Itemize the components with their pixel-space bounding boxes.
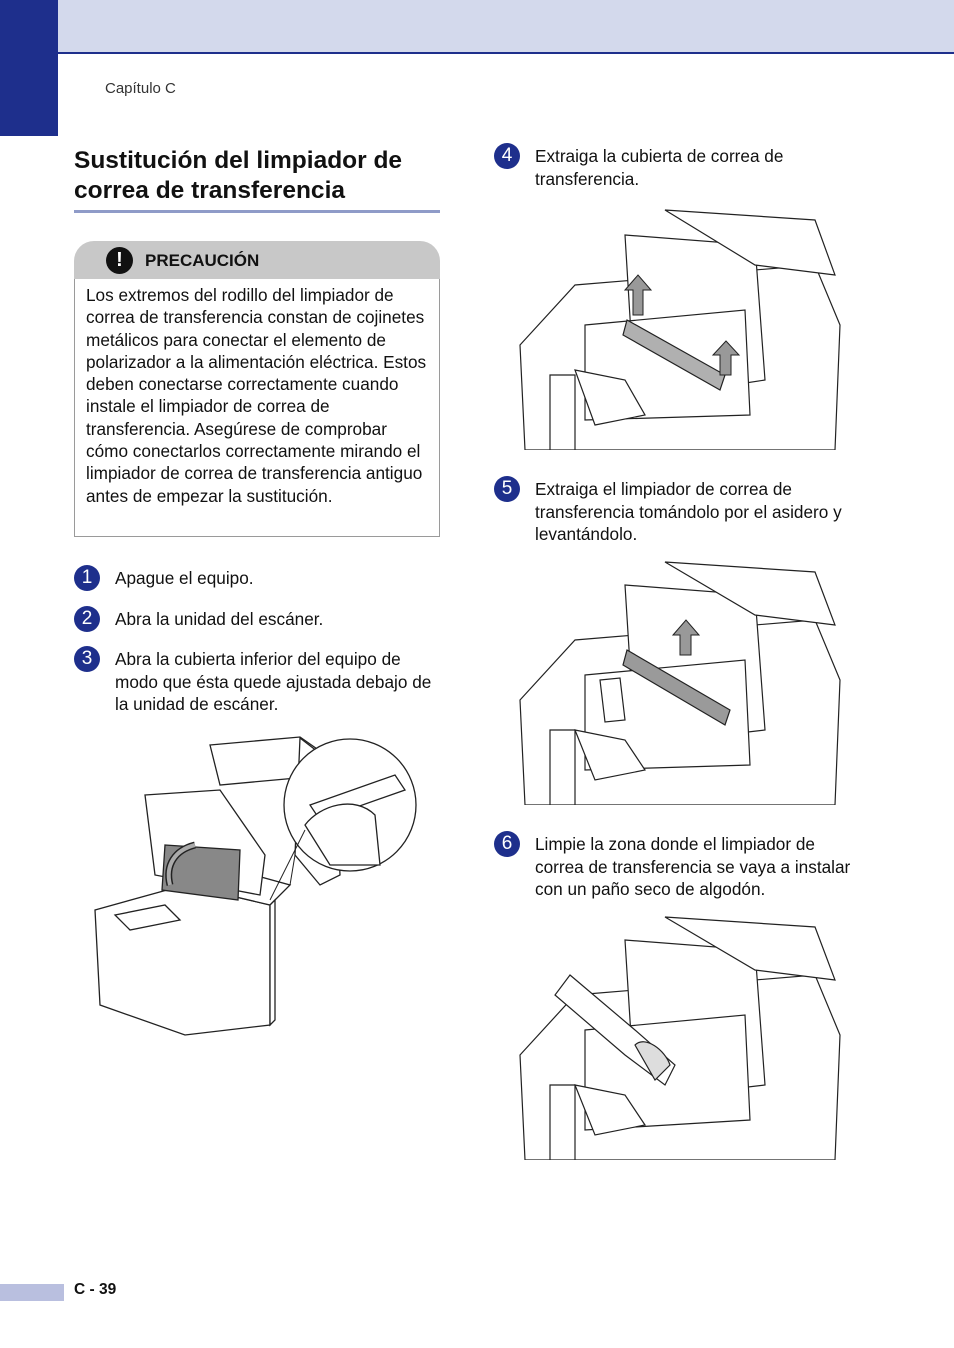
footer-bar <box>0 1284 64 1301</box>
illustration-lift-belt-cleaner <box>519 561 841 805</box>
step-number: 5 <box>494 476 520 502</box>
step-number: 4 <box>494 143 520 169</box>
illustration-clean-area <box>519 916 841 1160</box>
exclamation-icon: ! <box>106 247 133 274</box>
page-number: C - 39 <box>74 1281 117 1298</box>
step-text: Abra la unidad del escáner. <box>115 609 324 629</box>
step-number: 2 <box>74 606 100 632</box>
caution-header: ! PRECAUCIÓN <box>74 241 440 279</box>
caution-label: PRECAUCIÓN <box>145 251 260 270</box>
chapter-tab-block <box>0 0 58 136</box>
step-text: Limpie la zona donde el limpiador de cor… <box>535 834 851 899</box>
title-underline <box>74 210 440 213</box>
caution-box: ! PRECAUCIÓN Los extremos del rodillo de… <box>74 241 440 538</box>
header-band <box>58 0 954 54</box>
step-text: Apague el equipo. <box>115 568 254 588</box>
section-title: Sustitución del limpiador de correa de t… <box>74 147 403 204</box>
step-text: Extraiga la cubierta de correa de transf… <box>535 146 784 189</box>
step-text: Extraiga el limpiador de correa de trans… <box>535 479 842 544</box>
caution-text: Los extremos del rodillo del limpiador d… <box>86 285 427 506</box>
step-number: 6 <box>494 831 520 857</box>
step-text: Abra la cubierta inferior del equipo de … <box>115 649 432 714</box>
step-number: 1 <box>74 565 100 591</box>
illustration-open-cover <box>94 736 417 1036</box>
step-number: 3 <box>74 646 100 672</box>
caution-body: Los extremos del rodillo del limpiador d… <box>74 279 440 537</box>
illustration-remove-belt-cover <box>519 209 841 450</box>
chapter-label: Capítulo C <box>105 80 176 97</box>
